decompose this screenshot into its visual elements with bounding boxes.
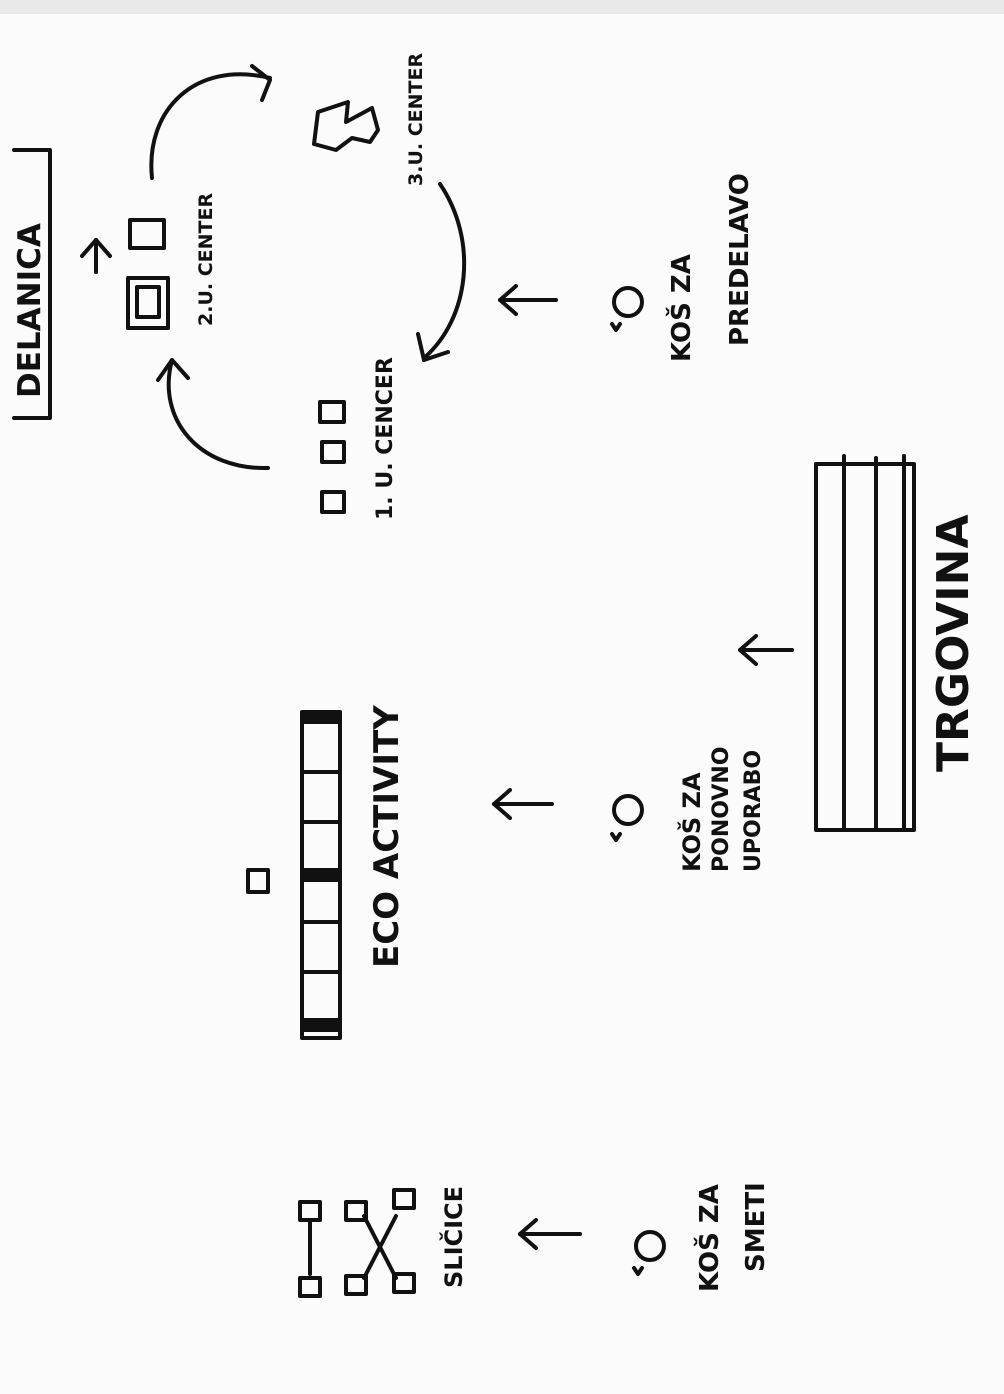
cross-connector: [362, 1214, 398, 1280]
person-icon: [312, 100, 380, 152]
arrow-icon: [518, 1218, 538, 1250]
eco-activity-label: ECO ACTIVITY: [367, 705, 407, 968]
square-icon: [344, 1200, 368, 1222]
cycle-arrow-3-1: [422, 182, 467, 360]
bin-icon: [612, 794, 644, 826]
trgovina-shelf: [814, 454, 916, 832]
center-1-icons: [318, 400, 346, 514]
square-icon: [298, 1200, 322, 1222]
arrow-icon: [498, 284, 518, 316]
progress-bar-fill: [304, 868, 338, 882]
kos-predelavo-line2: PREDELAVO: [725, 173, 755, 346]
center-2-label: 2.U. CENTER: [195, 193, 217, 326]
bin-icon-hook: [632, 1266, 644, 1276]
arrow-icon: [156, 358, 190, 382]
slicice-icons: [298, 1188, 416, 1298]
center-1-label: 1. U. CENCER: [373, 357, 398, 520]
progress-bar-fill: [304, 712, 338, 724]
kos-smeti-line1: KOŠ ZA: [693, 1184, 725, 1292]
cycle-arrow-1-2: [166, 358, 270, 471]
paper-sheet: [0, 14, 1004, 1394]
arrow-icon: [416, 332, 450, 362]
arrow-icon: [738, 634, 758, 666]
monitor-screen-icon: [135, 285, 161, 319]
square-icon: [320, 490, 346, 514]
square-icon: [392, 1188, 416, 1210]
square-icon: [246, 868, 270, 894]
square-icon: [320, 440, 346, 464]
square-icon: [344, 1274, 368, 1296]
bin-icon-hook: [610, 832, 622, 842]
arrow-icon: [80, 238, 112, 258]
eco-progress-bar: [300, 710, 342, 1040]
delanica-label: DELANICA: [12, 223, 48, 398]
square-icon: [298, 1276, 322, 1298]
cycle-arrow-2-3: [149, 72, 272, 180]
square-icon: [318, 400, 346, 424]
kos-ponovno-line3: UPORABO: [741, 750, 766, 872]
delanica-box: DELANICA: [12, 148, 52, 420]
bin-icon: [612, 286, 644, 318]
bin-icon: [634, 1230, 666, 1262]
progress-bar-fill: [304, 1018, 338, 1032]
square-icon: [392, 1272, 416, 1294]
slicice-label: SLIČICE: [438, 1186, 468, 1288]
trgovina-label: TRGOVINA: [928, 514, 979, 772]
center-3-label: 3.U. CENTER: [405, 53, 427, 186]
kos-smeti-line2: SMETI: [741, 1182, 771, 1272]
kos-ponovno-line1: KOŠ ZA: [676, 772, 706, 872]
center-2-icons: [126, 218, 170, 330]
arrow-icon: [250, 64, 272, 102]
kos-ponovno-line2: PONOVNO: [709, 747, 734, 873]
bin-icon-hook: [610, 322, 622, 332]
kos-predelavo-line1: KOŠ ZA: [665, 254, 697, 362]
square-icon: [128, 218, 166, 250]
arrow-icon: [492, 788, 512, 820]
